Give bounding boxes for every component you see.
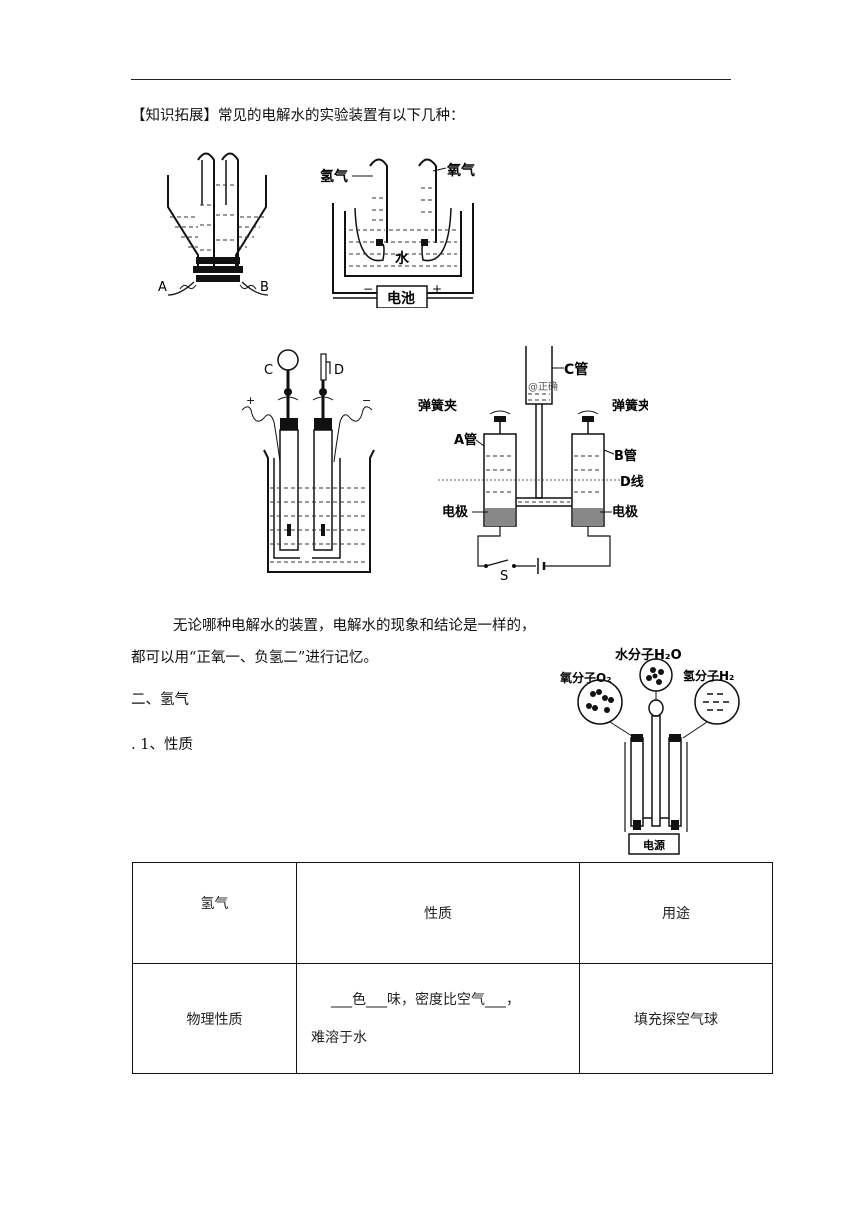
minus-sign: − [363,282,373,296]
hydrogen-properties-table: 氢气 性质 用途 物理性质 ___色___味，密度比空气___， 难溶于水 填充… [132,862,773,1074]
minus-terminal: − [362,394,371,407]
label-a: A [158,280,167,295]
table-header-row: 氢气 性质 用途 [132,862,773,964]
row-category: 物理性质 [132,963,297,1074]
figure-h-apparatus: S @正确 C管 弹簧夹 弹簧夹 A管 B管 D线 电极 电极 [418,346,648,584]
clip-right-label: 弹簧夹 [612,398,648,414]
tube-b-label: B管 [614,448,637,464]
battery-label: 电池 [387,290,415,307]
figure-electrolysis-funnel: A B [158,152,269,296]
intro-text: 常见的电解水的实验装置有以下几种： [218,108,465,124]
watermark: @正确 [528,380,558,393]
figure-hofmann-voltameter: 水分子H₂O 氧分子O₂ 氢分子H₂ 电源 [559,647,740,855]
row-use: 填充探空气球 [579,963,773,1074]
subsection-title: . 1、性质 [131,737,193,753]
figure-electrolysis-beaker: C D + − [241,349,375,573]
paragraph-line-1: 无论哪种电解水的装置，电解水的现象和结论是一样的， [173,618,536,634]
header-hydrogen: 氢气 [132,862,297,964]
oxygen-label: 氧气 [446,162,475,179]
row-property: ___色___味，密度比空气___， 难溶于水 [296,963,580,1074]
tube-a-label: A管 [454,432,477,448]
label-b: B [260,280,269,295]
water-label: 水 [395,250,410,267]
header-property: 性质 [296,862,580,964]
intro-line: 【知识拓展】常见的电解水的实验装置有以下几种： [131,106,465,126]
paragraph-line-2: 都可以用“正氧一、负氢二”进行记忆。 [131,650,378,666]
tube-c-label: C管 [564,361,588,378]
hydrogen-label: 氢气 [320,168,348,185]
oxygen-molecule-label: 氧分子O₂ [559,670,611,685]
clip-left-label: 弹簧夹 [418,398,457,414]
electrode-right-label: 电极 [612,504,639,520]
table-row: 物理性质 ___色___味，密度比空气___， 难溶于水 填充探空气球 [132,963,773,1074]
hydrogen-molecule-label: 氢分子H₂ [683,668,734,683]
intro-bracket: 【知识拓展】 [131,108,218,124]
line-d-label: D线 [620,474,644,490]
property-line-2: 难溶于水 [311,1029,367,1046]
switch-label: S [500,569,508,584]
figure-electrolysis-trough: 电池 − + 水 氢气 氧气 [320,158,475,308]
label-c: C [264,363,273,378]
property-line-1: ___色___味，密度比空气___， [331,991,520,1008]
header-rule [131,79,731,80]
water-molecule-label: 水分子H₂O [615,647,682,663]
header-use: 用途 [579,862,773,964]
plus-terminal: + [246,394,255,407]
section-title: 二、氢气 [131,692,189,708]
label-d: D [334,363,344,378]
electrode-left-label: 电极 [442,504,469,520]
plus-sign: + [432,282,442,296]
power-label: 电源 [643,838,665,852]
